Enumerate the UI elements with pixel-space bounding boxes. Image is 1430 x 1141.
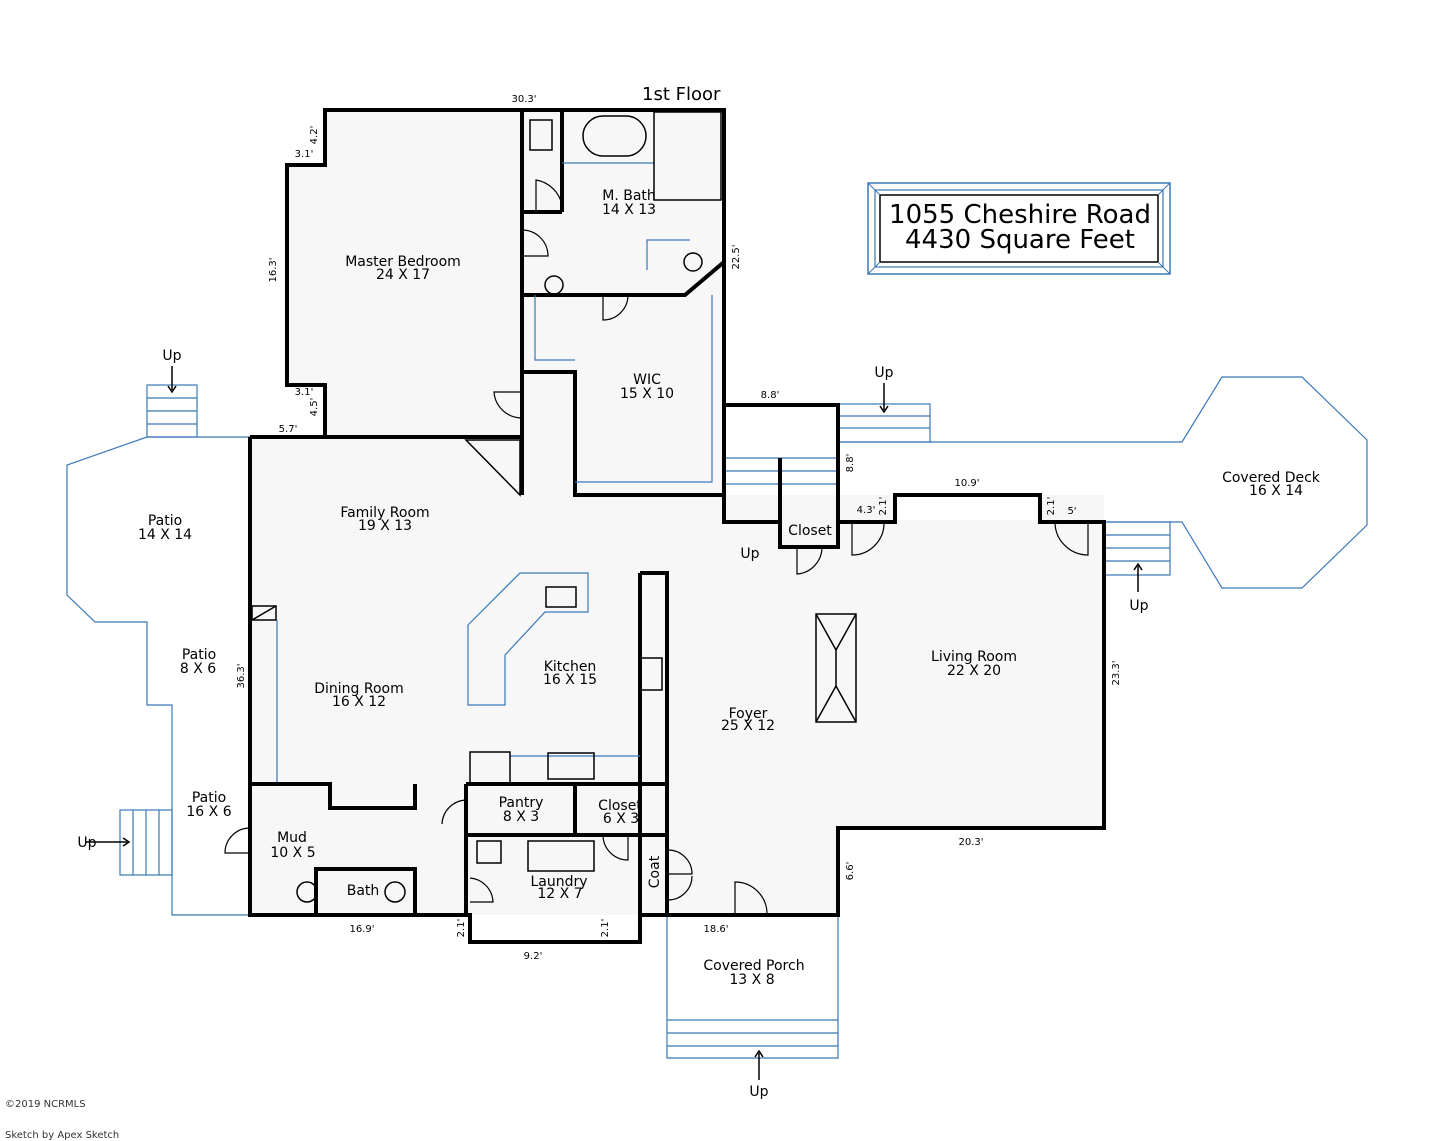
address-line: 1055 Cheshire Road [889, 200, 1151, 230]
room-name-pantry: Pantry [499, 795, 544, 811]
room-name-foyer: Foyer [729, 706, 768, 722]
room-size-foyer: 25 X 12 [721, 718, 775, 734]
dimension-label: 4.3' [857, 505, 876, 516]
room-size-covered-porch: 13 X 8 [729, 972, 774, 988]
room-size-living-room: 22 X 20 [947, 663, 1001, 679]
sketch-credit-text: Sketch by Apex Sketch [5, 1130, 119, 1141]
stair-up-label: Up [1129, 598, 1148, 614]
room-name-wic: WIC [633, 372, 661, 388]
interior-fills [250, 110, 1104, 915]
room-name-patio-3: Patio [192, 790, 226, 806]
room-labels: Master Bedroom 24 X 17 M. Bath 14 X 13 W… [138, 188, 1321, 988]
dimension-label: 8.8' [761, 390, 780, 401]
dimension-label: 5' [1067, 506, 1076, 517]
room-size-closet-1: 6 X 3 [603, 811, 639, 827]
dimension-label: 4.2' [309, 126, 320, 145]
dimension-label: 23.3' [1111, 660, 1122, 685]
dimension-label: 3.1' [295, 387, 314, 398]
walls [248, 108, 1106, 944]
room-size-family-room: 19 X 13 [358, 518, 412, 534]
room-size-covered-deck: 16 X 14 [1249, 483, 1303, 499]
dimension-label: 3.1' [295, 149, 314, 160]
dimension-label: 16.3' [268, 257, 279, 282]
room-name-master-bedroom: Master Bedroom [345, 254, 461, 270]
dimension-label: 2.1' [1046, 497, 1057, 516]
dimension-label: 10.9' [954, 478, 979, 489]
room-name-dining-room: Dining Room [314, 681, 404, 697]
dimension-label: 8.8' [845, 454, 856, 473]
room-name-living-room: Living Room [931, 649, 1017, 665]
room-size-dining-room: 16 X 12 [332, 694, 386, 710]
dimension-labels: 30.3' 4.2' 3.1' 16.3' 3.1' 4.5' 5.7' 22.… [236, 94, 1122, 962]
doors [224, 179, 1089, 916]
room-size-pantry: 8 X 3 [503, 809, 539, 825]
room-name-closet-1: Closet [598, 798, 642, 814]
stair-up-label: Up [77, 835, 96, 851]
dimension-label: 4.5' [309, 398, 320, 417]
room-size-master-bath: 14 X 13 [602, 202, 656, 218]
room-name-mud: Mud [277, 830, 307, 846]
room-name-laundry: Laundry [530, 874, 587, 890]
room-name-kitchen: Kitchen [544, 659, 597, 675]
room-size-patio-3: 16 X 6 [186, 804, 231, 820]
room-name-closet-2: Closet [788, 523, 832, 539]
dimension-label: 30.3' [511, 94, 536, 105]
fixtures [276, 111, 857, 903]
room-name-bath: Bath [347, 883, 380, 899]
stair-up-label: Up [162, 348, 181, 364]
floor-title: 1st Floor [642, 84, 721, 105]
room-name-master-bath: M. Bath [602, 188, 656, 204]
dimension-label: 2.1' [456, 919, 467, 938]
dimension-label: 36.3' [236, 663, 247, 688]
room-name-coat: Coat [647, 855, 663, 888]
square-feet-line: 4430 Square Feet [905, 225, 1135, 255]
room-name-patio-2: Patio [182, 647, 216, 663]
address-box: 1055 Cheshire Road 4430 Square Feet [867, 182, 1171, 275]
room-name-covered-deck: Covered Deck [1222, 470, 1321, 486]
dimension-label: 20.3' [958, 837, 983, 848]
dimension-label: 16.9' [349, 924, 374, 935]
room-name-patio-1: Patio [148, 513, 182, 529]
dimension-label: 9.2' [524, 951, 543, 962]
stair-up-label: Up [740, 546, 759, 562]
room-size-patio-1: 14 X 14 [138, 527, 192, 543]
stair-up-label: Up [749, 1084, 768, 1100]
room-size-wic: 15 X 10 [620, 386, 674, 402]
room-size-patio-2: 8 X 6 [180, 661, 216, 677]
dimension-label: 2.1' [600, 919, 611, 938]
stair-labels: Up Up Up Up Up Up [77, 348, 1148, 1100]
room-name-covered-porch: Covered Porch [703, 958, 804, 974]
room-size-kitchen: 16 X 15 [543, 672, 597, 688]
room-name-family-room: Family Room [340, 505, 429, 521]
copyright-text: ©2019 NCRMLS [5, 1099, 86, 1110]
room-size-mud: 10 X 5 [270, 845, 315, 861]
stair-up-label: Up [874, 365, 893, 381]
room-size-master-bedroom: 24 X 17 [376, 267, 430, 283]
dimension-label: 6.6' [845, 862, 856, 881]
dimension-label: 5.7' [279, 424, 298, 435]
room-size-laundry: 12 X 7 [537, 886, 582, 902]
dimension-label: 2.1' [878, 497, 889, 516]
dimension-label: 18.6' [703, 924, 728, 935]
dimension-label: 22.5' [731, 244, 742, 269]
